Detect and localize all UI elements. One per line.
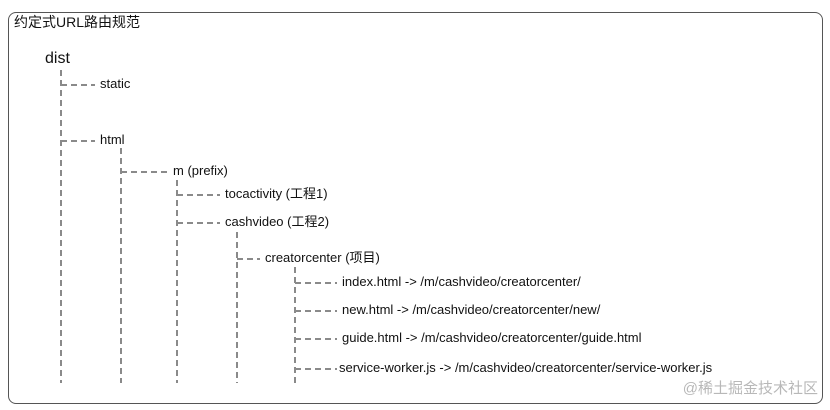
node-html: html xyxy=(100,132,125,147)
node-guide-html: guide.html -> /m/cashvideo/creatorcenter… xyxy=(342,330,642,345)
node-index-html: index.html -> /m/cashvideo/creatorcenter… xyxy=(342,274,581,289)
node-cashvideo: cashvideo (工程2) xyxy=(225,214,330,229)
node-creatorcenter: creatorcenter (项目) xyxy=(265,250,380,265)
diagram-title: 约定式URL路由规范 xyxy=(14,14,141,30)
watermark: @稀土掘金技术社区 xyxy=(682,380,818,397)
node-dist: dist xyxy=(45,50,70,67)
node-new-html: new.html -> /m/cashvideo/creatorcenter/n… xyxy=(342,302,601,317)
diagram-frame xyxy=(8,12,823,404)
node-static: static xyxy=(100,76,131,91)
node-service-worker: service-worker.js -> /m/cashvideo/creato… xyxy=(339,360,713,375)
node-tocactivity: tocactivity (工程1) xyxy=(225,186,328,201)
node-m-prefix: m (prefix) xyxy=(173,163,228,178)
